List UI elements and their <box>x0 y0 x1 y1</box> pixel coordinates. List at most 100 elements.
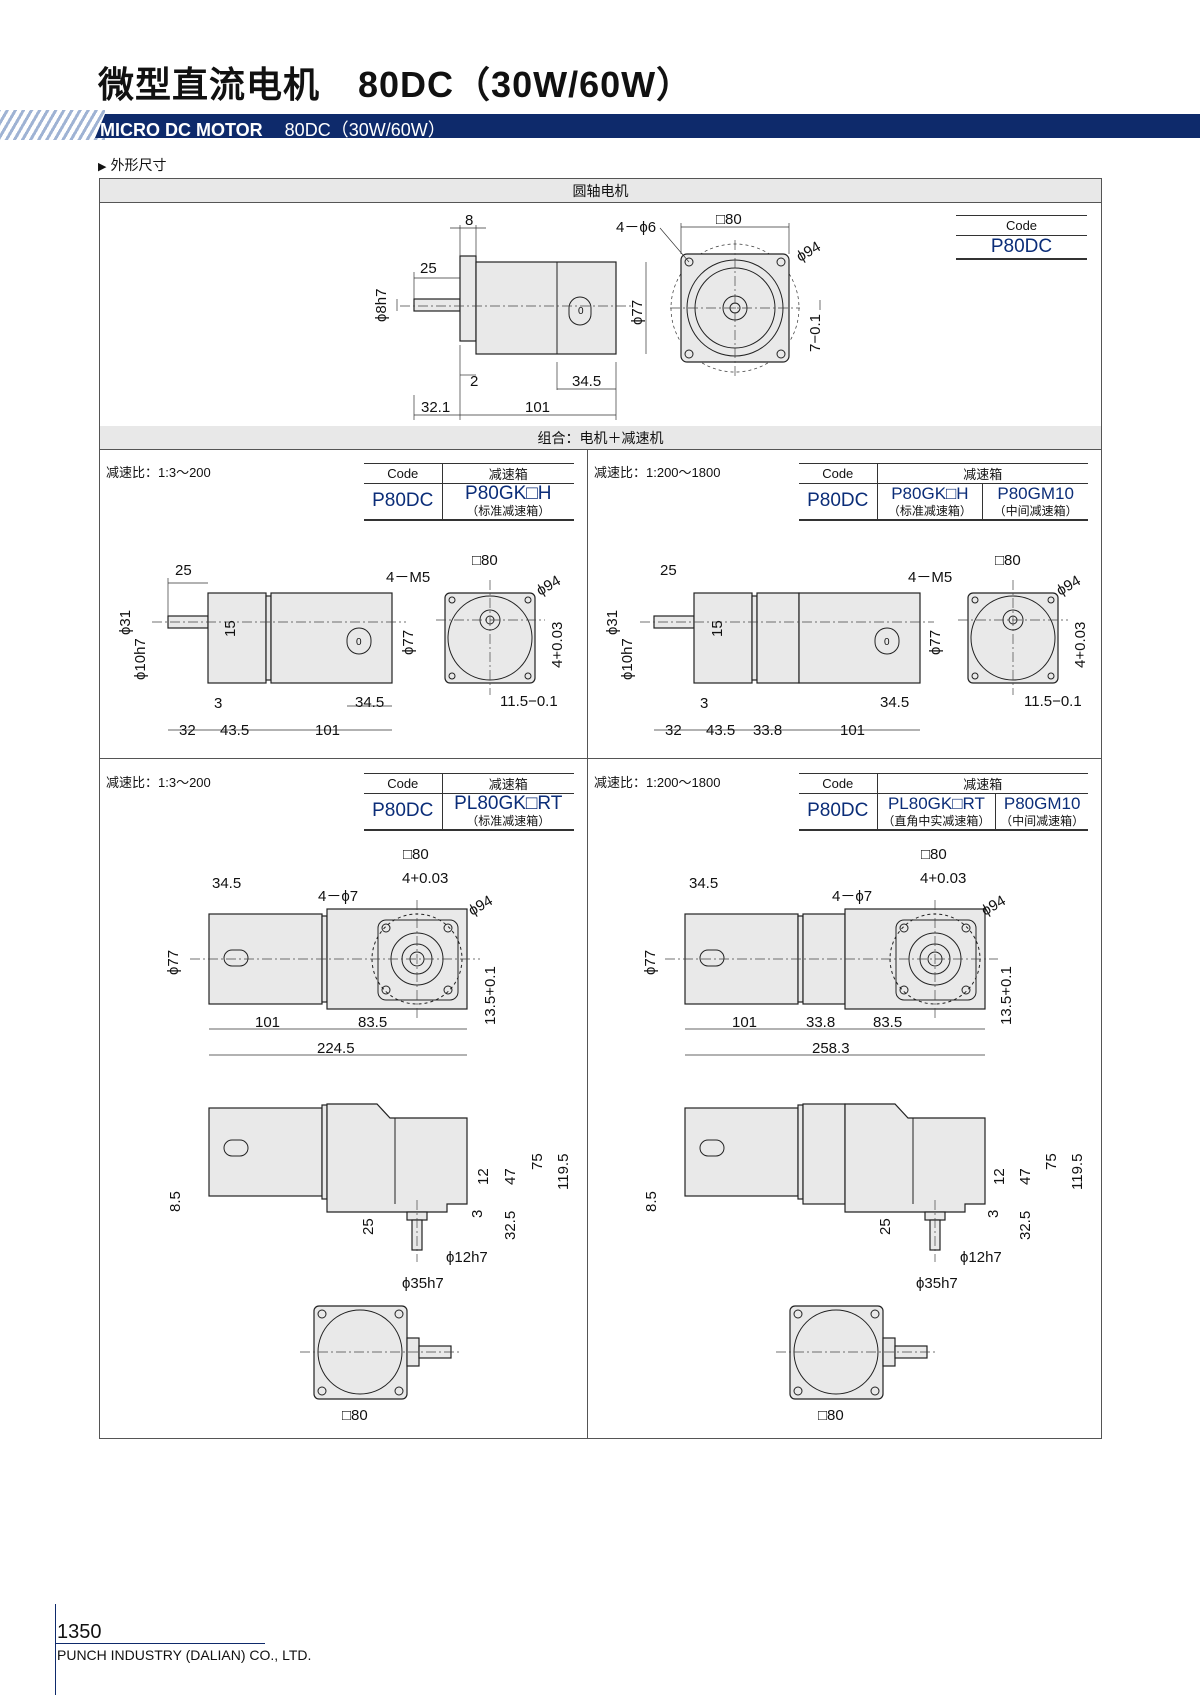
code-header: Code <box>799 773 877 794</box>
dim-h25: 25 <box>360 1218 377 1235</box>
header-combo: 组合：电机＋减速机 <box>100 426 1101 450</box>
motor-code: P80DC <box>364 793 442 831</box>
dim-shaft: 25 <box>175 562 192 579</box>
code-header: Code <box>364 773 442 794</box>
dim-h3: 3 <box>469 1210 486 1218</box>
gear-code-2: P80GM10 <box>997 484 1074 504</box>
svg-text:0: 0 <box>884 637 890 648</box>
dim-d31: ϕ31 <box>117 610 134 635</box>
gear-code: PL80GK□RT <box>454 793 563 815</box>
gear-code: PL80GK□RT <box>887 794 985 814</box>
dim-step: 3 <box>700 695 708 712</box>
gear-note: （标准减速箱） <box>887 504 972 519</box>
title-cn: 微型直流电机 <box>98 64 321 105</box>
band-en: MICRO DC MOTOR <box>100 120 263 140</box>
dim-dia77: ϕ77 <box>400 630 417 655</box>
dim-step: 3 <box>214 695 222 712</box>
rt-motor-top-view-2: 34.5 4－ϕ7 □80 4+0.03 ϕ94 ϕ77 13.5+0.1 10… <box>642 846 1015 1057</box>
dim-h47: 47 <box>1017 1168 1034 1185</box>
divider <box>100 758 1101 759</box>
dim-offset: 13.5+0.1 <box>482 966 499 1025</box>
dim-holes: 4－M5 <box>386 569 430 586</box>
dim-pcd: ϕ94 <box>466 892 496 919</box>
dim-tail: 34.5 <box>880 694 909 711</box>
motor-code: P80DC <box>799 483 877 521</box>
dim-tail: 34.5 <box>572 373 601 390</box>
dim-pcd: ϕ94 <box>1054 572 1084 599</box>
dim-holes: 4－ϕ7 <box>318 888 358 905</box>
divider <box>587 450 588 1439</box>
rt-motor-top-view-1: 34.5 4－ϕ7 □80 4+0.03 ϕ94 ϕ77 13.5+0.1 10… <box>165 846 499 1057</box>
dim-square: □80 <box>818 1407 844 1424</box>
rt-motor-front-view-1: 8.5 12 47 75 119.5 3 32.5 25 ϕ12h7 ϕ35h7 <box>167 1103 572 1292</box>
dim-key: 4+0.03 <box>1072 622 1089 668</box>
code-header: Code <box>364 463 442 484</box>
triangle-icon: ▶ <box>98 161 107 173</box>
dim-h325: 32.5 <box>1017 1211 1034 1240</box>
terminal-outlet <box>568 296 592 326</box>
code-header: Code <box>799 463 877 484</box>
dim-h325: 32.5 <box>502 1211 519 1240</box>
motor-side-view: 0 8 25 ϕ8h7 2 34.5 32.1 101 ϕ77 <box>373 212 647 420</box>
dim-square: □80 <box>716 211 742 228</box>
gear-motor-side-view-1: 0 25 ϕ31 ϕ10h7 15 3 32 43.5 101 34.5 ϕ77 <box>117 562 417 739</box>
section-label: 外形尺寸 <box>110 157 167 173</box>
dim-holes: 4－ϕ6 <box>616 219 656 236</box>
dim-offset: 13.5+0.1 <box>998 966 1015 1025</box>
footer-rule <box>55 1643 265 1644</box>
flange <box>459 255 477 342</box>
dim-square: □80 <box>995 552 1021 569</box>
dim-h3: 3 <box>985 1210 1002 1218</box>
title-model: 80DC（30W/60W） <box>358 64 694 105</box>
band-stripes <box>0 110 105 140</box>
gear-code-2: P80GM10 <box>1003 794 1081 814</box>
gear-note: （直角中实减速箱） <box>882 814 991 829</box>
motor-code: P80DC <box>364 483 442 521</box>
gear-header: 减速箱 <box>441 463 574 484</box>
code-table-motor: Code P80DC <box>956 215 1087 260</box>
dim-offset: 11.5−0.1 <box>500 693 558 710</box>
dim-key: 4+0.03 <box>402 870 448 887</box>
gear-note-2: （中间减速箱） <box>993 504 1078 519</box>
dim-square: □80 <box>342 1407 368 1424</box>
dim-holes: 4－M5 <box>908 569 952 586</box>
svg-text:0: 0 <box>578 306 584 317</box>
dim-h85: 8.5 <box>643 1191 660 1212</box>
dim-d10: ϕ10h7 <box>619 638 636 680</box>
motor-code: P80DC <box>799 793 877 831</box>
dim-offset: 11.5−0.1 <box>1024 693 1082 710</box>
dim-pcd: ϕ94 <box>794 238 824 265</box>
dim-body: 101 <box>840 722 865 739</box>
dim-body: 101 <box>732 1014 757 1031</box>
svg-text:0: 0 <box>356 637 362 648</box>
dim-d35: ϕ35h7 <box>916 1275 958 1292</box>
dim-front: 32 <box>665 722 682 739</box>
dim-flange: 8 <box>465 212 473 229</box>
dim-dia77: ϕ77 <box>927 630 944 655</box>
dim-d12: ϕ12h7 <box>960 1249 1002 1266</box>
dim-h12: 12 <box>475 1168 492 1185</box>
dim-body: 101 <box>255 1014 280 1031</box>
dim-square: □80 <box>921 846 947 863</box>
dim-gap: 2 <box>470 373 478 390</box>
dim-h1195: 119.5 <box>1069 1154 1086 1190</box>
motor-end-view: □80 4－ϕ6 ϕ94 7−0.1 <box>616 211 824 376</box>
rt-motor-bottom-view-2: □80 <box>776 1305 936 1424</box>
header-round-shaft: 圆轴电机 <box>100 179 1101 203</box>
dim-d10: ϕ10h7 <box>132 638 149 680</box>
ratio-label: 减速比：1:3～200 <box>106 775 211 790</box>
dim-d35: ϕ35h7 <box>402 1275 444 1292</box>
dim-dia77: ϕ77 <box>642 950 659 975</box>
dim-h25: 25 <box>877 1218 894 1235</box>
dim-tail: 34.5 <box>355 694 384 711</box>
footer-rule <box>55 1604 56 1695</box>
dim-tail: 34.5 <box>689 875 718 892</box>
dim-mid: 33.8 <box>753 722 782 739</box>
dim-key: 4+0.03 <box>549 622 566 668</box>
code-header: Code <box>956 215 1087 236</box>
page-title: 微型直流电机 80DC（30W/60W） <box>98 56 693 108</box>
